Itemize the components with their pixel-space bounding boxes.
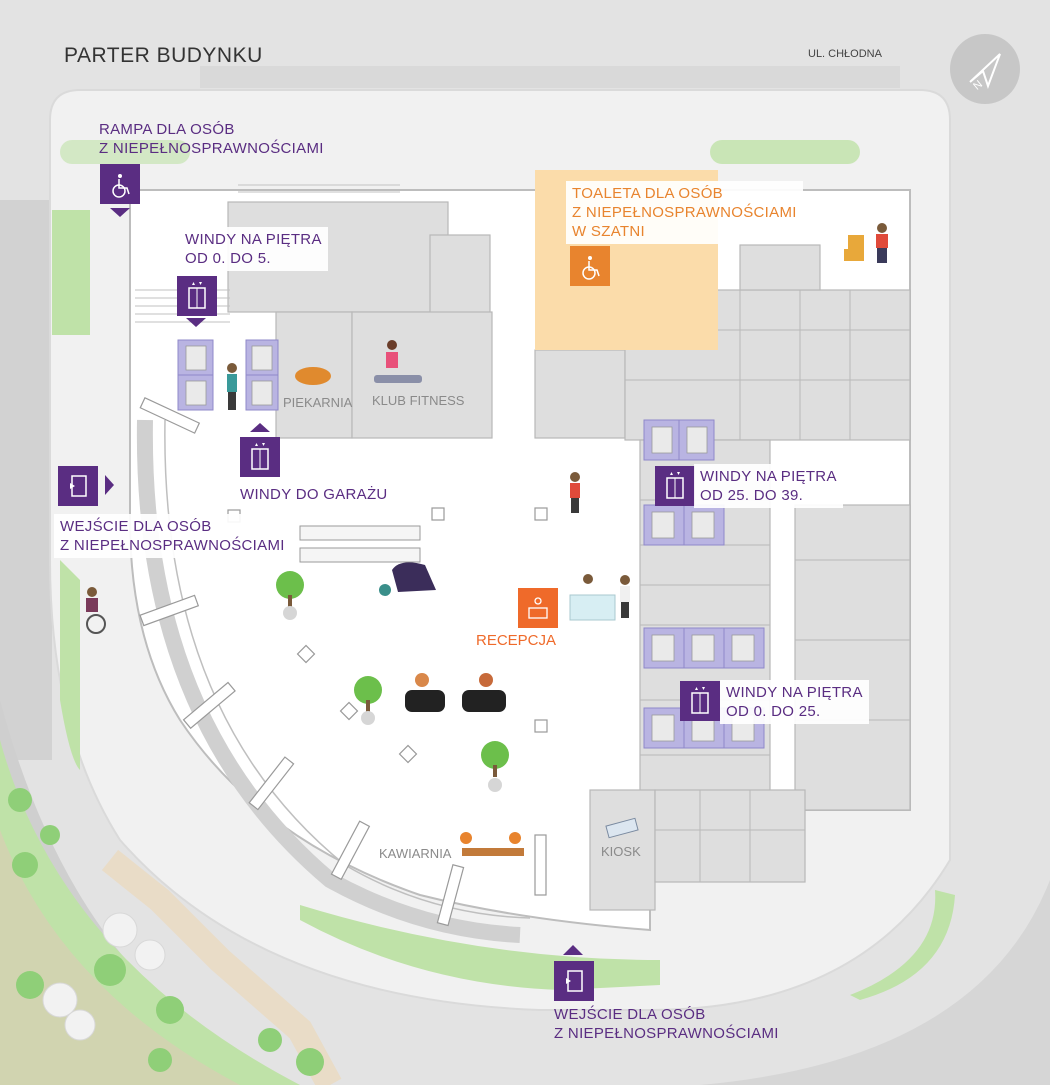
cafe-label: KAWIARNIA [379,846,452,861]
fitness-label: KLUB FITNESS [372,393,465,408]
bakery-label: PIEKARNIA [283,395,353,410]
road-north [200,66,900,88]
wheelchair-icon[interactable] [100,164,140,204]
bread-icon [295,367,331,385]
entrance-door-icon[interactable] [58,466,98,506]
treadmill-icon [374,340,422,383]
elevator-icon[interactable] [680,681,720,721]
road-west [0,200,52,760]
piano-icon [392,562,436,592]
reception-label: RECEPCJA [476,632,557,649]
escalators [299,525,421,563]
entrance-door-icon[interactable] [554,961,594,1001]
road-south-east [700,880,1050,1085]
newspaper-icon [605,817,639,839]
kiosk-label: KIOSK [601,844,641,859]
elevator-icon[interactable] [240,437,280,477]
north-arrow-icon: N [950,34,1020,104]
svg-text:N: N [971,78,985,92]
wheelchair-icon[interactable] [570,246,610,286]
street-name: UL. CHŁODNA [808,48,882,60]
reception-desk [569,594,616,621]
tree-icon [276,571,509,792]
sofa-icon [405,690,445,712]
elevator-icon[interactable] [655,466,695,506]
green-strip-east [850,890,955,1000]
wheelchair-user [86,587,106,634]
reception-desk-icon[interactable] [518,588,558,628]
page-title: PARTER BUDYNKU [64,44,263,67]
cafe-table [462,848,524,856]
delivery-person [844,223,888,263]
elevator-icon[interactable] [177,276,217,316]
fitness-room [351,311,493,439]
garage-elevators-label: WINDY DO GARAŻU [240,486,388,503]
